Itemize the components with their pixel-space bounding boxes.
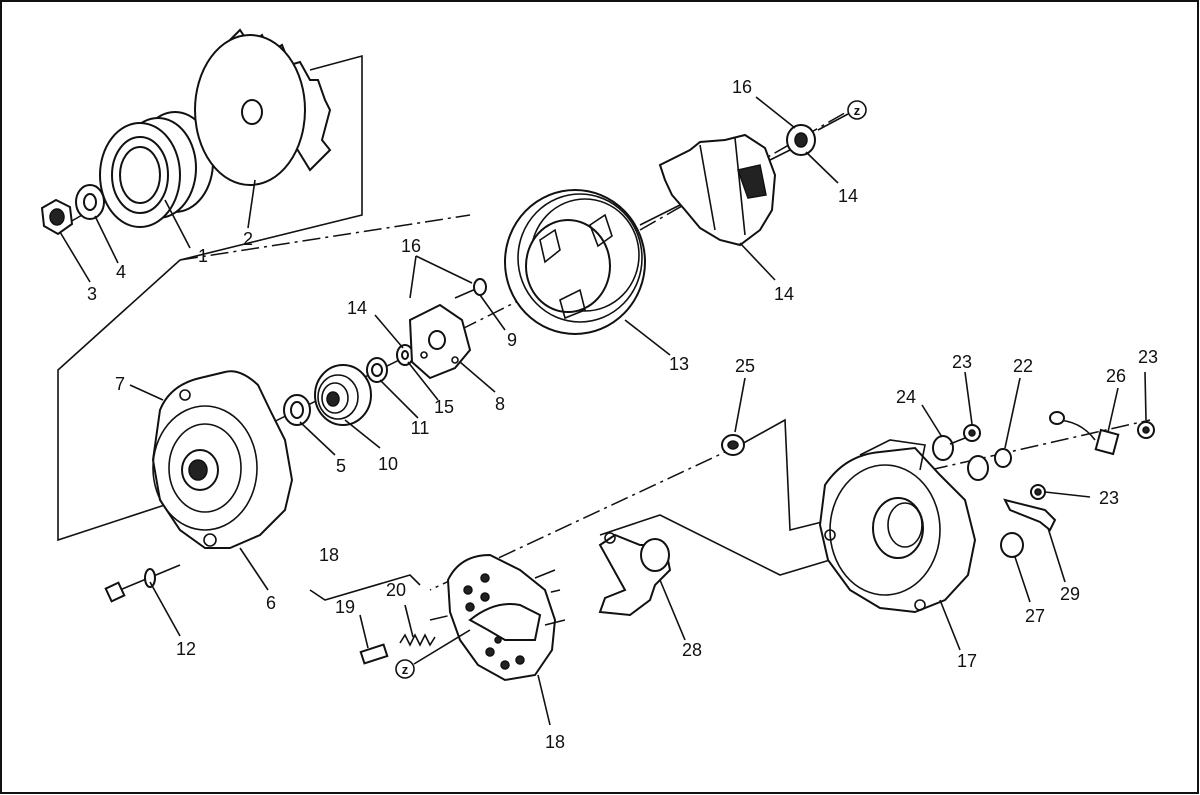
part-17-rear-housing bbox=[818, 439, 977, 614]
part-11-retainer bbox=[366, 357, 388, 383]
leader-z-bottom bbox=[413, 629, 471, 665]
part-29-clip bbox=[1003, 498, 1057, 532]
leader-z-top bbox=[817, 113, 849, 131]
callout-23-a: 23 bbox=[952, 352, 972, 372]
callout-10: 10 bbox=[378, 454, 398, 474]
ref-circle-z-bottom: z bbox=[395, 659, 415, 679]
callout-5: 5 bbox=[336, 456, 346, 476]
ref-label-z-bottom: z bbox=[402, 662, 409, 677]
callout-24: 24 bbox=[896, 387, 916, 407]
group-bracket-axis bbox=[179, 214, 471, 261]
callout-25: 25 bbox=[735, 356, 755, 376]
part-13-stator bbox=[504, 189, 646, 335]
callout-26: 26 bbox=[1106, 366, 1126, 386]
part-16-bearing bbox=[786, 124, 816, 156]
callout-7: 7 bbox=[115, 374, 125, 394]
part-12-bolt bbox=[104, 564, 181, 603]
part-8-plate bbox=[408, 303, 472, 380]
zigzag-28 bbox=[599, 514, 831, 576]
callout-20: 20 bbox=[386, 580, 406, 600]
callout-2: 2 bbox=[243, 229, 253, 249]
callout-6: 6 bbox=[266, 593, 276, 613]
part-25-insulator bbox=[721, 434, 745, 456]
part-27-bushing bbox=[1000, 532, 1024, 558]
callout-14-shaft: 14 bbox=[347, 298, 367, 318]
part-20-spring bbox=[399, 633, 436, 647]
callout-1: 1 bbox=[198, 246, 208, 266]
part-22-terminal bbox=[967, 448, 1012, 481]
callout-4: 4 bbox=[116, 262, 126, 282]
callout-19: 19 bbox=[335, 597, 355, 617]
part-2-fan bbox=[194, 28, 332, 186]
axis-rotor bbox=[639, 109, 851, 231]
axis-rear bbox=[929, 419, 1151, 471]
zigzag-25 bbox=[739, 418, 831, 532]
callout-23-c: 23 bbox=[1099, 488, 1119, 508]
callout-11: 11 bbox=[411, 418, 430, 438]
part-1-pulley bbox=[99, 111, 214, 228]
callout-16-screws: 16 bbox=[401, 236, 421, 256]
callout-9: 9 bbox=[507, 330, 517, 350]
callout-23-b: 23 bbox=[1138, 347, 1158, 367]
callout-28: 28 bbox=[682, 640, 702, 660]
part-23-nut-a bbox=[963, 424, 981, 442]
part-26-lead bbox=[1049, 411, 1120, 456]
leader-lines bbox=[59, 96, 1147, 726]
callout-13: 13 bbox=[669, 354, 689, 374]
part-23-nut-c bbox=[1030, 484, 1046, 500]
callout-29: 29 bbox=[1060, 584, 1080, 604]
part-28-brush-holder bbox=[598, 532, 672, 617]
ref-circle-z-top: z bbox=[847, 100, 867, 120]
callout-18-group: 18 bbox=[319, 545, 339, 565]
part-4-washer bbox=[75, 184, 105, 220]
callout-3: 3 bbox=[87, 284, 97, 304]
group-bracket-upper bbox=[179, 54, 363, 261]
ref-label-z-top: z bbox=[854, 103, 861, 118]
callout-14-rotor: 14 bbox=[774, 284, 794, 304]
part-5-seal bbox=[283, 394, 311, 426]
callout-17: 17 bbox=[957, 651, 977, 671]
callout-27: 27 bbox=[1025, 606, 1045, 626]
callout-18-rectifier: 18 bbox=[545, 732, 565, 752]
part-7-front-housing bbox=[151, 370, 294, 549]
callout-14-bearing: 14 bbox=[838, 186, 858, 206]
part-10-bearing bbox=[314, 364, 372, 426]
callout-8: 8 bbox=[495, 394, 505, 414]
callout-16-bearing: 16 bbox=[732, 77, 752, 97]
group-bracket-lower bbox=[57, 259, 181, 542]
callout-15: 15 bbox=[434, 397, 454, 417]
part-23-nut-b bbox=[1137, 421, 1155, 439]
part-18-rectifier bbox=[446, 553, 566, 682]
bracket-18 bbox=[309, 574, 421, 601]
part-3-nut bbox=[40, 198, 74, 236]
part-14-rotor bbox=[639, 133, 801, 247]
part-9-screw bbox=[454, 278, 487, 299]
callout-22: 22 bbox=[1013, 356, 1033, 376]
callout-labels: 1 2 3 4 5 6 7 8 9 10 11 12 13 14 14 14 1… bbox=[87, 77, 1158, 752]
callout-12: 12 bbox=[176, 639, 196, 659]
part-24-terminal bbox=[932, 435, 966, 461]
part-19-brush bbox=[359, 643, 389, 665]
